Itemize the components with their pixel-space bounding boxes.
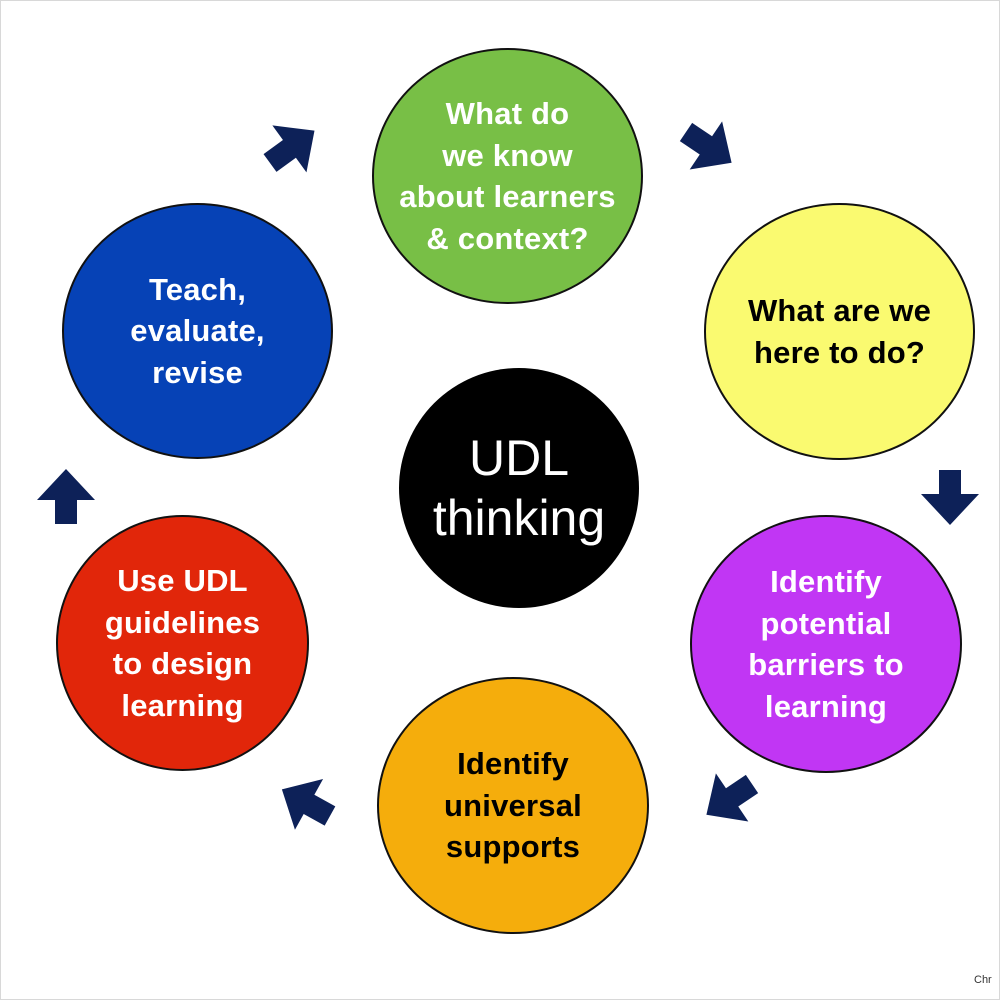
arrow-icon-6 [37, 469, 95, 524]
step-teach-evaluate: Teach, evaluate, revise [62, 203, 333, 459]
step-learners-context: What do we know about learners & context… [372, 48, 643, 304]
step-purpose: What are we here to do? [704, 203, 975, 460]
step-label: Use UDL guidelines to design learning [104, 563, 261, 723]
step-label: Identify universal supports [444, 746, 582, 865]
step-design-learning: Use UDL guidelines to design learning [56, 515, 309, 771]
arrow-icon-2 [679, 121, 732, 170]
center-label: UDL thinking [432, 430, 606, 546]
step-label: What do we know about learners & context… [399, 96, 616, 256]
arrow-icon-5 [281, 779, 336, 830]
arrow-icon-4 [706, 773, 759, 822]
arrow-icon-1 [263, 125, 315, 173]
step-universal-supports: Identify universal supports [377, 677, 649, 934]
step-barriers: Identify potential barriers to learning [690, 515, 962, 773]
center-udl-thinking: UDL thinking [399, 368, 639, 608]
arrow-icon-3 [921, 470, 979, 525]
step-label: Teach, evaluate, revise [130, 271, 265, 390]
step-label: What are we here to do? [747, 293, 932, 370]
step-label: Identify potential barriers to learning [748, 564, 904, 724]
credit-text: Chr [974, 974, 992, 986]
